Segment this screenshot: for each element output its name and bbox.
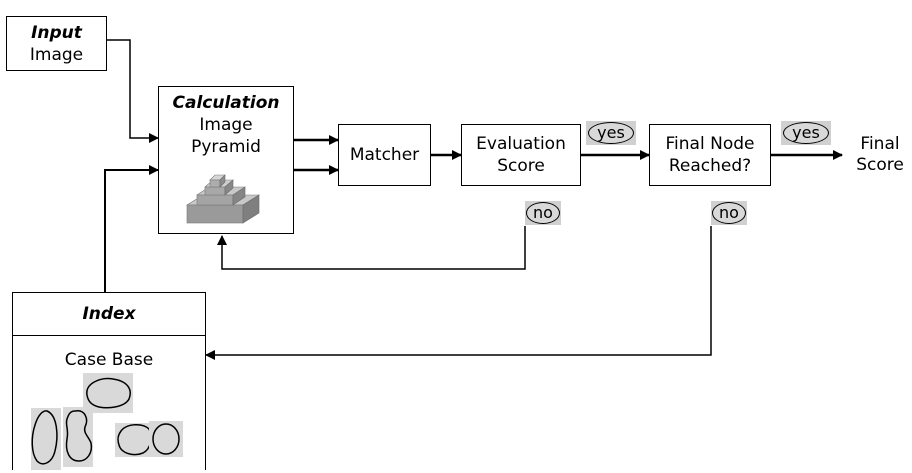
arrow-input-to-calc: [106, 39, 159, 143]
case-base-label: Case Base: [64, 350, 154, 370]
pyramid-icon: [185, 174, 261, 224]
input-subtitle: Image: [29, 44, 84, 65]
case-shape-4: [117, 424, 152, 456]
input-title: Input: [31, 22, 82, 43]
no-label-evaluation: no: [526, 202, 560, 224]
calculation-box: Calculation Image Pyramid: [158, 86, 294, 234]
case-shape-5: [152, 423, 180, 455]
case-base-shapes: [31, 373, 183, 470]
arrow-evaluation-no-loop: [217, 226, 526, 270]
final-node-line2: Reached?: [668, 156, 752, 176]
case-shape-1: [86, 377, 131, 409]
no-label-finalnode: no: [712, 202, 746, 224]
index-box: Index Case Base: [12, 292, 206, 470]
calculation-line1: Image: [199, 115, 253, 135]
case-shape-2: [31, 410, 58, 465]
evaluation-score-box: Evaluation Score: [461, 124, 581, 186]
yes-label-evaluation: yes: [588, 122, 634, 144]
arrow-finalnode-no-to-index: [205, 226, 712, 360]
yes-label-finalnode: yes: [783, 122, 829, 144]
index-header: Index: [13, 293, 205, 336]
final-score-line1: Final: [860, 134, 900, 154]
input-image-box: Input Image: [6, 16, 107, 71]
index-title: Index: [82, 304, 136, 324]
calculation-title: Calculation: [172, 93, 280, 113]
final-score-line2: Score: [856, 155, 904, 175]
matcher-box: Matcher: [338, 124, 431, 186]
final-score-label: Final Score: [848, 134, 912, 176]
calculation-line2: Pyramid: [191, 137, 261, 157]
matcher-label: Matcher: [349, 145, 420, 165]
evaluation-line2: Score: [497, 156, 545, 176]
arrow-index-to-calc: [104, 165, 159, 292]
evaluation-line1: Evaluation: [476, 134, 566, 154]
case-shape-3: [65, 410, 93, 462]
final-node-box: Final Node Reached?: [649, 124, 771, 186]
final-node-line1: Final Node: [665, 134, 755, 154]
